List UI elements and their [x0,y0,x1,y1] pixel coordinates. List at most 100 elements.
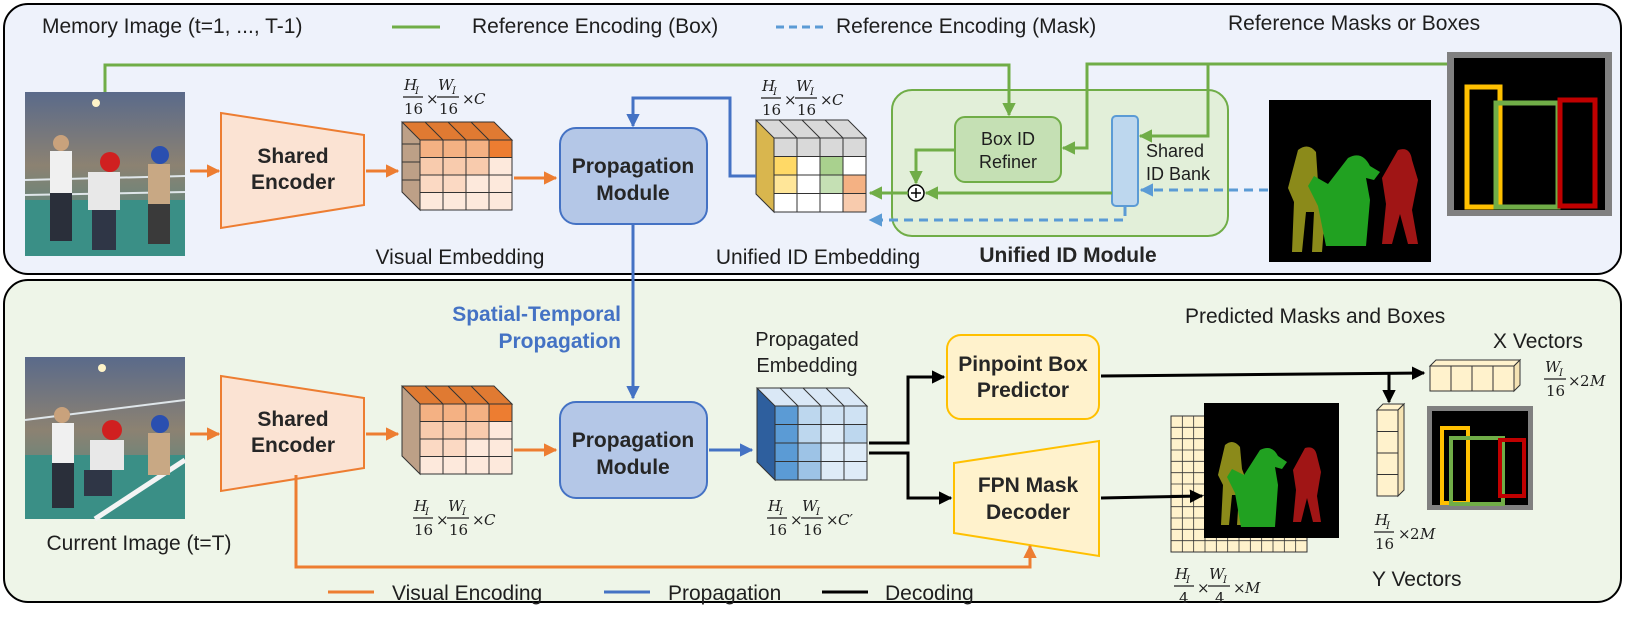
svg-text:16: 16 [414,521,433,539]
fpn-label-2: Decoder [986,501,1070,524]
shared-encoder-top [220,111,365,230]
svg-text:16: 16 [439,100,458,118]
svg-text:W: W [802,497,819,515]
memory-panel-title: Memory Image (t=1, ..., T-1) [42,15,302,38]
arrow-fpn-to-mask [1100,489,1204,503]
svg-text:W: W [448,497,465,515]
svg-text:I: I [1185,575,1191,586]
reference-mask-image [1269,100,1431,262]
svg-text:I: I [414,86,420,97]
svg-text:4: 4 [1179,589,1189,607]
arrow-propagated-to-fpn [869,451,953,505]
propagation-module-bottom [559,401,708,499]
svg-text:×: × [826,511,839,529]
svg-text:H: H [767,497,782,515]
svg-text:C: C [474,90,486,108]
y-vectors-block [1375,402,1406,498]
svg-text:I: I [461,507,467,518]
svg-text:H: H [413,497,428,515]
svg-text:4: 4 [1215,589,1225,607]
add-operator-cross [911,188,921,198]
box-id-refiner-label-1: Box ID [981,129,1035,149]
arrow-propagated-to-pinpoint [869,370,946,445]
svg-text:C: C [832,91,844,109]
reference-box-image [1447,52,1612,216]
svg-text:×: × [472,511,485,529]
propagated-label-1: Propagated [755,329,858,351]
svg-text:16: 16 [1546,382,1565,400]
svg-text:M: M [1589,372,1606,390]
svg-text:2: 2 [1410,525,1420,543]
shared-id-bank-label-2: ID Bank [1146,164,1211,184]
svg-text:C: C [484,511,496,529]
visual-embedding-label: Visual Embedding [376,246,545,269]
svg-text:I: I [815,507,821,518]
svg-text:W: W [1545,358,1562,376]
svg-text:×: × [436,511,449,529]
svg-text:I: I [451,86,457,97]
propagation-top-label-1: Propagation [572,155,695,178]
unified-id-embedding-cube [754,119,868,214]
current-image-label: Current Image (t=T) [47,532,232,555]
svg-text:M: M [1244,579,1261,597]
svg-text:×: × [426,90,439,108]
svg-text:×: × [820,91,833,109]
svg-text:I: I [772,87,778,98]
arrow-pinpoint-to-x-vectors [1100,366,1426,380]
dims-propagated: H I 16 × W I 16 × C′ [767,497,853,539]
svg-text:16: 16 [449,521,468,539]
svg-text:×: × [462,90,475,108]
pinpoint-label-2: Predictor [977,379,1069,402]
svg-text:I: I [809,87,815,98]
svg-text:×: × [1398,525,1411,543]
svg-text:I: I [1558,368,1564,379]
box-id-refiner [954,116,1062,183]
pinpoint-box-predictor [946,334,1100,420]
svg-text:H: H [403,76,418,94]
svg-text:W: W [438,76,455,94]
predicted-box-image [1427,406,1533,510]
shared-encoder-bottom-label-1: Shared [257,408,328,431]
legend-box-label: Reference Encoding (Box) [472,15,718,38]
dims-unified: H I 16 × W I 16 × C [761,77,844,119]
svg-text:16: 16 [404,100,423,118]
svg-text:C′: C′ [838,511,853,529]
svg-text:×: × [784,91,797,109]
x-vectors-label: X Vectors [1493,330,1583,353]
legend-propagation-label: Propagation [668,582,781,605]
svg-text:×: × [1568,372,1581,390]
svg-text:2: 2 [1580,372,1590,390]
svg-text:H: H [1374,511,1389,529]
current-image [24,357,187,522]
svg-text:M: M [1419,525,1436,543]
svg-text:I: I [778,507,784,518]
arrow-box-encoding-from-image [103,63,1016,117]
arrow-bank-to-unified-mask [868,207,1127,227]
propagated-label-2: Embedding [756,355,857,377]
propagation-bottom-label-2: Module [596,456,670,479]
spatial-temporal-label-1: Spatial-Temporal [452,303,621,326]
svg-text:I: I [1222,575,1228,586]
spatial-temporal-label-2: Propagation [498,330,621,353]
pinpoint-label-1: Pinpoint Box [958,353,1088,376]
predicted-title: Predicted Masks and Boxes [1185,305,1445,328]
legend-mask-label: Reference Encoding (Mask) [836,15,1096,38]
dims-visual-bottom: H I 16 × W I 16 × C [413,497,496,539]
dims-mask: H I 4 × W I 4 × M [1174,565,1261,607]
svg-text:W: W [1209,565,1226,583]
svg-text:×: × [1197,579,1210,597]
svg-text:16: 16 [797,101,816,119]
reference-title: Reference Masks or Boxes [1228,12,1480,35]
dims-x-vectors: W I 16 × 2 M [1544,358,1606,400]
box-id-refiner-label-2: Refiner [979,152,1037,172]
shared-id-bank-label-1: Shared [1146,141,1204,161]
svg-text:16: 16 [1375,535,1394,553]
fpn-mask-decoder [953,439,1100,558]
x-vectors-block [1428,358,1522,393]
arrow-skip-visual-encoding [294,475,1037,569]
visual-embedding-cube-bottom [400,385,514,476]
svg-text:16: 16 [768,521,787,539]
predicted-mask-image [1204,403,1339,538]
svg-text:I: I [424,507,430,518]
svg-text:H: H [761,77,776,95]
